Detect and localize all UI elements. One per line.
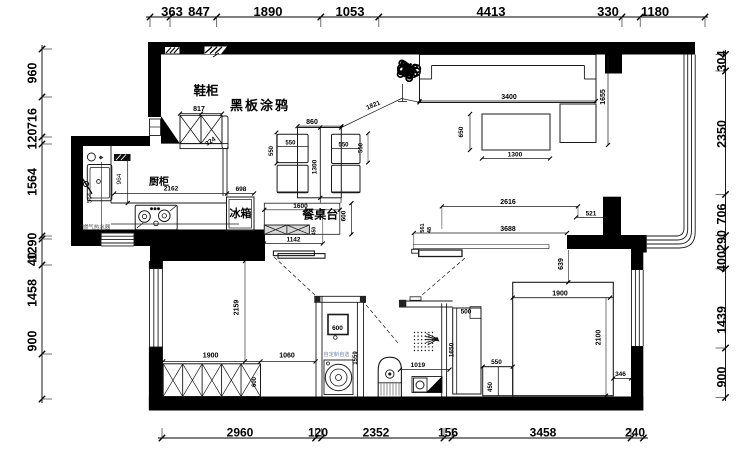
svg-text:2159: 2159 (234, 300, 241, 316)
svg-text:900: 900 (715, 367, 729, 388)
svg-text:1300: 1300 (312, 159, 319, 174)
svg-text:960: 960 (26, 63, 40, 84)
svg-text:600: 600 (332, 325, 343, 332)
svg-text:500: 500 (461, 309, 472, 316)
svg-text:156: 156 (438, 426, 458, 440)
svg-text:2960: 2960 (227, 426, 254, 440)
svg-text:330: 330 (597, 4, 619, 19)
svg-text:厨柜: 厨柜 (149, 175, 169, 188)
svg-text:2350: 2350 (715, 120, 729, 148)
svg-text:290: 290 (715, 230, 729, 251)
svg-text:564: 564 (87, 192, 93, 203)
svg-text:40: 40 (26, 252, 40, 266)
svg-text:1019: 1019 (411, 362, 426, 369)
svg-text:363: 363 (161, 4, 183, 19)
svg-text:3458: 3458 (530, 426, 557, 440)
svg-text:1180: 1180 (641, 4, 669, 19)
svg-text:1564: 1564 (26, 168, 40, 196)
svg-text:1650: 1650 (449, 342, 456, 357)
svg-text:1900: 1900 (552, 291, 568, 298)
svg-text:650: 650 (458, 126, 465, 137)
svg-text:600: 600 (340, 210, 347, 221)
svg-text:817: 817 (193, 106, 205, 113)
svg-text:346: 346 (615, 371, 626, 378)
svg-text:黑板涂鸦: 黑板涂鸦 (230, 98, 290, 113)
svg-text:716: 716 (26, 108, 40, 129)
svg-text:1600: 1600 (293, 203, 308, 210)
svg-text:450: 450 (312, 227, 318, 236)
svg-text:1439: 1439 (715, 306, 729, 334)
svg-text:550: 550 (491, 359, 502, 366)
svg-text:燃气热水器: 燃气热水器 (83, 223, 111, 231)
svg-text:964: 964 (116, 173, 123, 184)
svg-text:561: 561 (420, 223, 426, 232)
svg-text:1053: 1053 (336, 4, 365, 19)
svg-text:120: 120 (26, 129, 40, 150)
svg-text:1300: 1300 (508, 152, 523, 159)
svg-text:1900: 1900 (203, 353, 219, 360)
svg-text:自定制自选: 自定制自选 (324, 350, 350, 358)
svg-text:324: 324 (204, 136, 217, 148)
svg-text:1060: 1060 (279, 353, 295, 360)
svg-text:450: 450 (488, 381, 494, 392)
svg-text:639: 639 (558, 258, 565, 270)
svg-text:550: 550 (338, 143, 349, 149)
svg-text:900: 900 (26, 331, 40, 352)
svg-text:1655: 1655 (600, 89, 607, 105)
svg-text:冰箱: 冰箱 (230, 206, 252, 220)
svg-text:1890: 1890 (254, 4, 283, 19)
svg-text:鞋柜: 鞋柜 (193, 83, 219, 98)
svg-text:304: 304 (715, 51, 729, 72)
svg-text:1142: 1142 (286, 237, 300, 244)
svg-text:1290: 1290 (26, 233, 40, 261)
svg-text:2352: 2352 (363, 426, 390, 440)
svg-text:706: 706 (715, 204, 729, 225)
svg-text:550: 550 (359, 142, 365, 153)
svg-text:2162: 2162 (164, 186, 179, 193)
svg-text:120: 120 (308, 426, 328, 440)
svg-text:600: 600 (252, 376, 258, 387)
svg-text:2100: 2100 (596, 330, 603, 346)
svg-text:48: 48 (427, 227, 433, 233)
svg-text:860: 860 (306, 119, 318, 126)
svg-text:521: 521 (586, 211, 597, 218)
svg-text:2616: 2616 (500, 199, 516, 206)
svg-text:847: 847 (188, 4, 210, 19)
svg-text:3688: 3688 (500, 226, 516, 233)
svg-text:550: 550 (269, 145, 275, 156)
svg-text:1458: 1458 (26, 279, 40, 307)
svg-text:550: 550 (285, 141, 296, 147)
svg-text:3400: 3400 (501, 94, 517, 101)
svg-text:400: 400 (715, 251, 729, 272)
svg-text:4413: 4413 (477, 4, 506, 19)
svg-text:1559: 1559 (353, 351, 359, 365)
svg-text:240: 240 (625, 426, 645, 440)
svg-text:餐桌台: 餐桌台 (302, 207, 338, 222)
svg-text:698: 698 (236, 186, 247, 193)
